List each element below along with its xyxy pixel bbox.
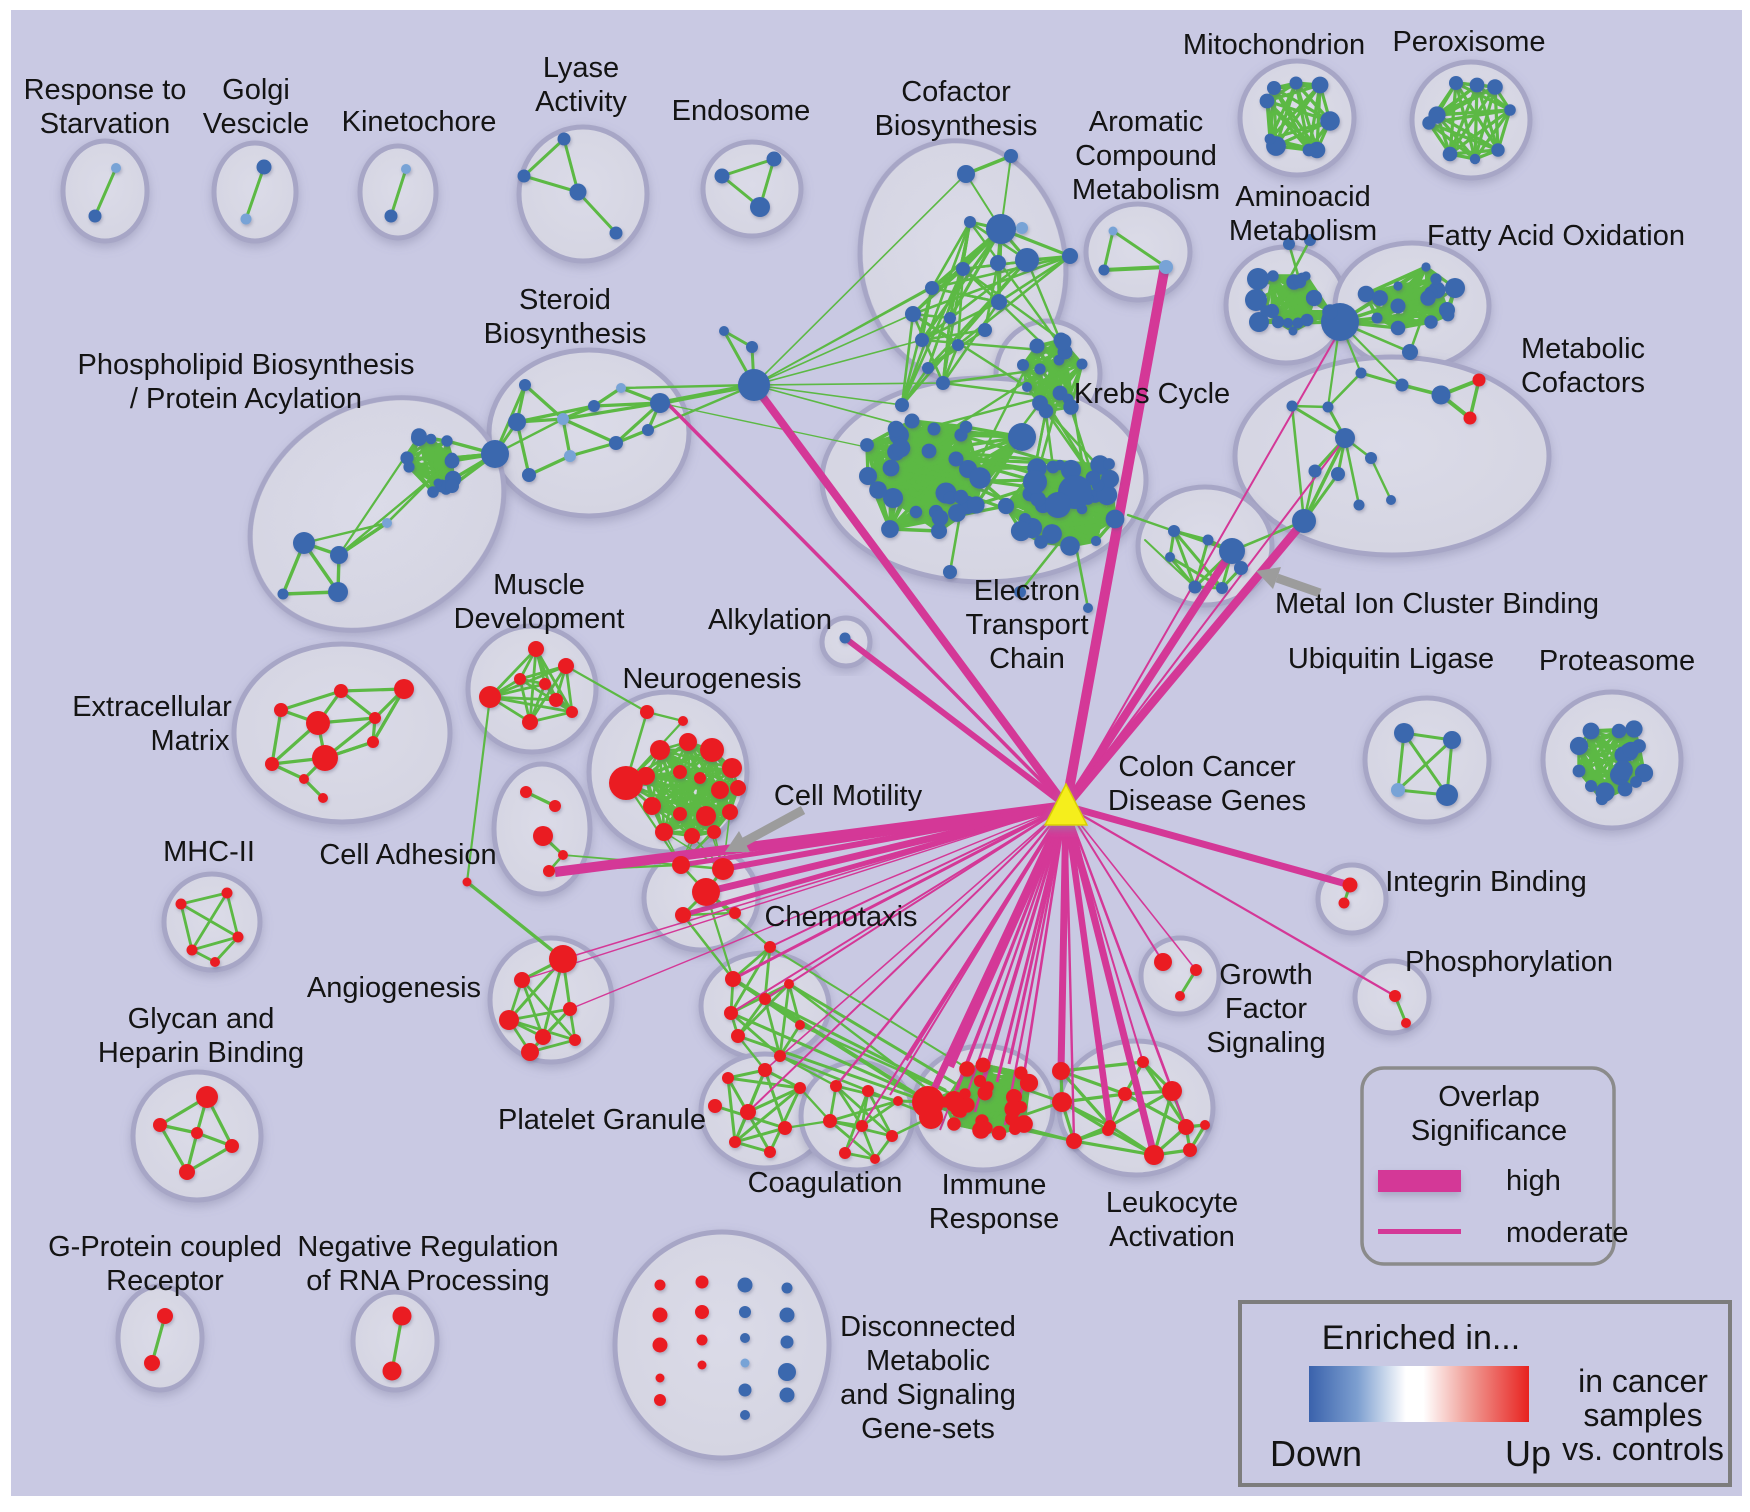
svg-text:Platelet Granule: Platelet Granule: [498, 1104, 706, 1136]
svg-text:Alkylation: Alkylation: [708, 604, 832, 636]
svg-text:Growth: Growth: [1219, 959, 1312, 991]
svg-text:Ubiquitin Ligase: Ubiquitin Ligase: [1288, 643, 1494, 675]
svg-text:Metal Ion Cluster Binding: Metal Ion Cluster Binding: [1275, 588, 1599, 620]
svg-text:Steroid: Steroid: [519, 284, 611, 316]
svg-text:Colon Cancer: Colon Cancer: [1118, 751, 1296, 783]
svg-text:Extracellular: Extracellular: [72, 691, 232, 723]
svg-text:G-Protein coupled: G-Protein coupled: [48, 1231, 282, 1263]
svg-text:Vescicle: Vescicle: [203, 108, 309, 140]
svg-text:Immune: Immune: [942, 1169, 1047, 1201]
svg-text:Cell Motility: Cell Motility: [774, 780, 923, 812]
svg-text:Biosynthesis: Biosynthesis: [875, 110, 1038, 142]
svg-text:vs. controls: vs. controls: [1562, 1431, 1724, 1467]
svg-text:Endosome: Endosome: [672, 95, 811, 127]
svg-text:Overlap: Overlap: [1438, 1081, 1540, 1113]
svg-text:Response to: Response to: [24, 74, 187, 106]
svg-text:Fatty Acid Oxidation: Fatty Acid Oxidation: [1427, 220, 1685, 252]
svg-text:Negative Regulation: Negative Regulation: [297, 1231, 558, 1263]
svg-text:MHC-II: MHC-II: [163, 836, 255, 868]
svg-text:and Signaling: and Signaling: [840, 1379, 1016, 1411]
svg-text:Krebs Cycle: Krebs Cycle: [1074, 378, 1230, 410]
svg-text:Down: Down: [1270, 1433, 1362, 1474]
svg-text:Enriched in...: Enriched in...: [1322, 1319, 1520, 1357]
svg-text:Leukocyte: Leukocyte: [1106, 1187, 1238, 1219]
svg-text:Metabolic: Metabolic: [866, 1345, 990, 1377]
svg-text:Disease Genes: Disease Genes: [1108, 785, 1306, 817]
svg-text:moderate: moderate: [1506, 1217, 1629, 1249]
svg-text:Chain: Chain: [989, 643, 1065, 675]
svg-text:in cancer: in cancer: [1578, 1363, 1708, 1399]
svg-text:Cofactor: Cofactor: [901, 76, 1011, 108]
svg-text:Compound: Compound: [1075, 140, 1217, 172]
svg-text:Metabolism: Metabolism: [1072, 174, 1220, 206]
svg-text:Mitochondrion: Mitochondrion: [1183, 29, 1365, 61]
svg-text:Peroxisome: Peroxisome: [1392, 26, 1545, 58]
svg-text:Receptor: Receptor: [106, 1265, 224, 1297]
svg-text:Heparin Binding: Heparin Binding: [98, 1037, 304, 1069]
svg-text:Coagulation: Coagulation: [748, 1167, 903, 1199]
svg-text:Up: Up: [1505, 1433, 1551, 1474]
svg-text:Neurogenesis: Neurogenesis: [623, 663, 802, 695]
svg-text:Signaling: Signaling: [1206, 1027, 1325, 1059]
svg-text:high: high: [1506, 1165, 1561, 1197]
svg-text:Development: Development: [454, 603, 625, 635]
svg-text:Metabolism: Metabolism: [1229, 215, 1377, 247]
svg-text:Cell Adhesion: Cell Adhesion: [319, 839, 496, 871]
svg-text:Muscle: Muscle: [493, 569, 585, 601]
svg-text:Golgi: Golgi: [222, 74, 290, 106]
svg-text:Activity: Activity: [535, 86, 627, 118]
svg-text:Phosphorylation: Phosphorylation: [1405, 946, 1613, 978]
svg-text:Aromatic: Aromatic: [1089, 106, 1203, 138]
svg-text:Glycan and: Glycan and: [128, 1003, 275, 1035]
svg-text:Transport: Transport: [965, 609, 1088, 641]
svg-text:Disconnected: Disconnected: [840, 1311, 1016, 1343]
svg-text:Proteasome: Proteasome: [1539, 645, 1695, 677]
svg-text:Metabolic: Metabolic: [1521, 333, 1645, 365]
svg-text:Integrin Binding: Integrin Binding: [1385, 866, 1587, 898]
svg-text:Aminoacid: Aminoacid: [1235, 181, 1370, 213]
svg-text:Biosynthesis: Biosynthesis: [484, 318, 647, 350]
svg-text:Angiogenesis: Angiogenesis: [307, 972, 481, 1004]
svg-text:Matrix: Matrix: [151, 725, 230, 757]
svg-text:Kinetochore: Kinetochore: [342, 106, 497, 138]
svg-text:Response: Response: [929, 1203, 1060, 1235]
svg-text:Electron: Electron: [974, 575, 1080, 607]
svg-text:Phospholipid Biosynthesis: Phospholipid Biosynthesis: [78, 349, 415, 381]
svg-text:Chemotaxis: Chemotaxis: [764, 901, 917, 933]
svg-text:of RNA Processing: of RNA Processing: [306, 1265, 549, 1297]
svg-text:/ Protein Acylation: / Protein Acylation: [130, 383, 362, 415]
svg-text:Cofactors: Cofactors: [1521, 367, 1645, 399]
svg-text:Factor: Factor: [1225, 993, 1308, 1025]
svg-text:Starvation: Starvation: [40, 108, 171, 140]
svg-text:Significance: Significance: [1411, 1115, 1567, 1147]
svg-text:Gene-sets: Gene-sets: [861, 1413, 995, 1445]
svg-text:samples: samples: [1583, 1397, 1702, 1433]
svg-text:Activation: Activation: [1109, 1221, 1235, 1253]
svg-text:Lyase: Lyase: [543, 52, 619, 84]
